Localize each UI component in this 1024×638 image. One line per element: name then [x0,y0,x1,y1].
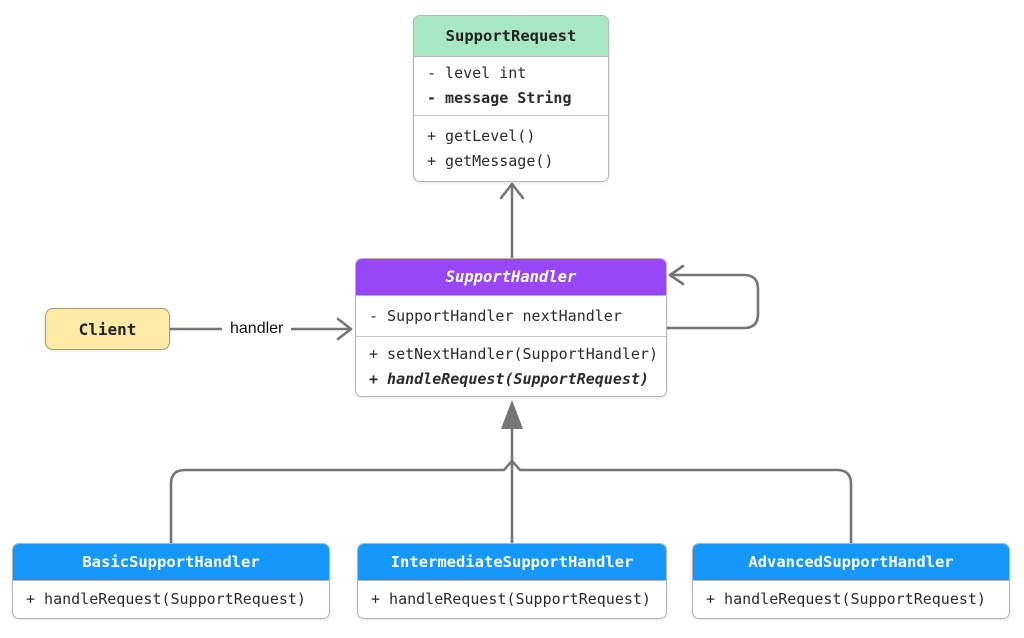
class-title-support-handler: SupportHandler [356,259,666,296]
attribute-row: - level int [427,64,527,82]
class-title-advanced-support-handler: AdvancedSupportHandler [693,544,1009,581]
arrowhead-open-up-icon [499,182,525,200]
class-support-handler: SupportHandler - SupportHandler nextHand… [355,258,667,397]
class-title-basic-support-handler: BasicSupportHandler [13,544,329,581]
class-title-intermediate-support-handler: IntermediateSupportHandler [358,544,666,581]
methods-section: + getLevel() + getMessage() [414,115,608,181]
method-row: + handleRequest(SupportRequest) [369,370,649,388]
attributes-section: - SupportHandler nextHandler [356,296,666,336]
arrowhead-open-left-icon [668,264,685,286]
class-title-support-request: SupportRequest [414,16,608,57]
methods-section: + setNextHandler(SupportHandler) + handl… [356,336,666,396]
class-support-request: SupportRequest - level int - message Str… [413,15,609,182]
methods-section: + handleRequest(SupportRequest) [13,581,329,618]
arrowhead-triangle-up-icon [501,400,523,429]
attribute-row: - SupportHandler nextHandler [369,306,622,325]
methods-section: + handleRequest(SupportRequest) [693,581,1009,618]
methods-section: + handleRequest(SupportRequest) [358,581,666,618]
edge-handler-self-loop [665,273,760,330]
class-intermediate-support-handler: IntermediateSupportHandler + handleReque… [357,543,667,619]
method-row: + handleRequest(SupportRequest) [26,590,306,608]
method-row: + handleRequest(SupportRequest) [706,590,986,608]
edge-label-handler: handler [222,316,292,342]
attribute-row: - message String [427,89,572,107]
method-row: + handleRequest(SupportRequest) [371,590,651,608]
arrowhead-open-right-icon [336,317,353,341]
attributes-section: - level int - message String [414,57,608,115]
class-basic-support-handler: BasicSupportHandler + handleRequest(Supp… [12,543,330,619]
method-row: + setNextHandler(SupportHandler) [369,345,658,363]
method-row: + getLevel() [427,127,536,145]
class-advanced-support-handler: AdvancedSupportHandler + handleRequest(S… [692,543,1010,619]
method-row: + getMessage() [427,152,554,170]
node-client: Client [45,308,170,350]
